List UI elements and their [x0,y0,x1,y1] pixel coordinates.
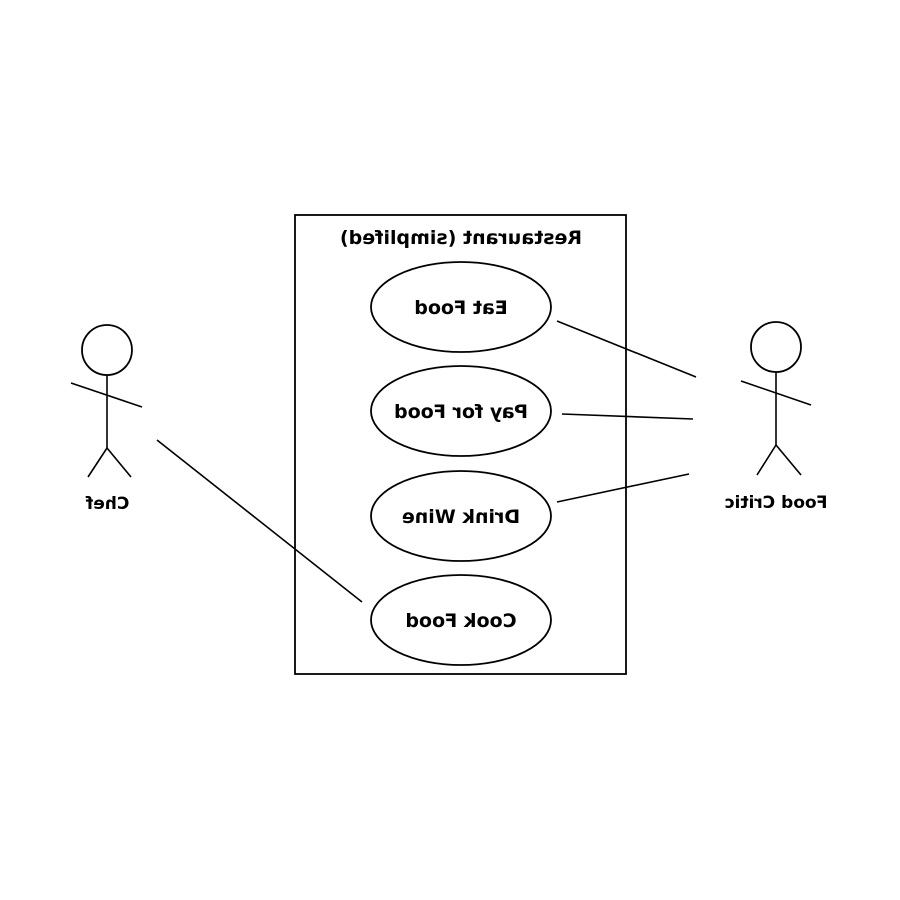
actor-head [81,324,133,376]
actor-right-leg [106,447,132,478]
actor-arms [70,382,143,408]
use-case-pay-for-food: Pay for Food [370,365,552,457]
use-case-label: Eat Food [414,297,507,319]
use-case-eat-food: Eat Food [370,261,552,353]
use-case-label: Pay for Food [394,401,528,423]
association-critic-pay-for-food [561,413,694,420]
association-chef-cook-food [156,439,363,603]
actor-food-critic: Food Critic [724,321,828,513]
actor-head [750,321,802,373]
system-title: Restaurant (simplifed) [340,227,582,249]
association-critic-drink-wine [556,473,690,503]
use-case-drink-wine: Drink Wine [370,470,552,562]
use-case-label: Cook Food [405,610,516,632]
actor-chef: Chef [70,324,143,514]
actor-label: Food Critic [724,493,827,513]
association-critic-eat-food [556,320,697,378]
actor-left-leg [756,444,777,476]
actor-left-leg [87,447,108,478]
actor-arms [740,380,812,406]
actor-label: Chef [85,494,129,514]
use-case-cook-food: Cook Food [370,574,552,666]
actor-right-leg [775,444,802,476]
use-case-label: Drink Wine [402,506,520,528]
